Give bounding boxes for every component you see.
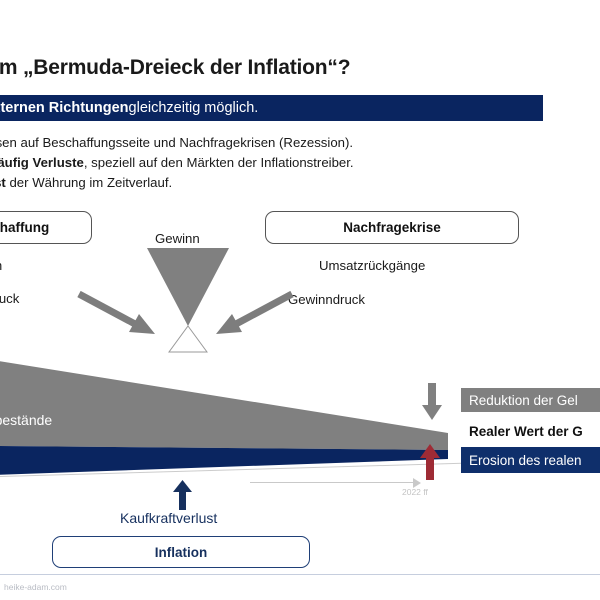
label-kosten: osten — [0, 258, 2, 273]
timeline-label: 2022 ff — [402, 487, 428, 497]
label-geldbestaende: Geldbestände — [0, 412, 53, 428]
label-kaufkraftverlust: Kaufkraftverlust — [120, 510, 218, 526]
box-beschaffung[interactable]: schaffung — [0, 211, 92, 244]
body-line-2: auf Gewinne -> Häufig Verluste, speziell… — [0, 153, 600, 173]
body-line-1: it von Angebotskrisen auf Beschaffungsse… — [0, 133, 600, 153]
timeline-axis: 2022 ff — [250, 476, 430, 498]
footer-credit: heike-adam.com — [4, 582, 67, 592]
body-line-3-strong: Kaufkraftverlust — [0, 175, 6, 190]
profit-funnel-shape — [145, 248, 231, 353]
label-umsatzrueckgaenge: Umsatzrückgänge — [319, 258, 426, 273]
label-gewinndruck-right: Gewinndruck — [288, 292, 365, 307]
arrow-up-erosion — [418, 444, 442, 485]
realer-wert-wedge-shape — [0, 446, 448, 475]
body-line-2-rest: , speziell auf den Märkten der Inflation… — [83, 155, 354, 170]
arrow-down-reduktion — [420, 383, 444, 426]
diagonal-arrow-left-icon — [77, 290, 155, 334]
banner-text-post: gleichzeitig möglich. — [128, 100, 259, 116]
right-label-realer-wert: Realer Wert der G — [469, 423, 583, 439]
right-label-erosion: Erosion des realen — [461, 447, 600, 473]
label-gewinndruck-left: winndruck — [0, 291, 20, 306]
arrow-nachfrage-to-funnel — [212, 290, 294, 343]
body-line-1-rest: von Angebotskrisen auf Beschaffungsseite… — [0, 135, 354, 150]
up-arrow-navy-icon — [173, 480, 192, 510]
timeline-line — [250, 482, 415, 484]
body-line-2-strong: auf Gewinne -> Häufig Verluste — [0, 155, 84, 170]
page-title: hinter dem „Bermuda-Dreieck der Inflatio… — [0, 56, 351, 79]
box-inflation[interactable]: Inflation — [52, 536, 310, 568]
funnel-bottom-triangle-icon — [168, 325, 208, 353]
arrow-beschaffung-to-funnel — [77, 290, 159, 343]
body-text-block: it von Angebotskrisen auf Beschaffungsse… — [0, 133, 600, 193]
gewinn-triangle-icon — [147, 248, 229, 326]
timeline-arrowhead-icon — [413, 478, 421, 488]
box-nachfragekrise[interactable]: Nachfragekrise — [265, 211, 519, 244]
body-line-3: n: Kaufkraftverlust der Währung im Zeitv… — [0, 173, 600, 193]
footer-divider — [0, 574, 600, 575]
label-gewinn: Gewinn — [155, 231, 200, 246]
up-arrow-darkred-icon — [420, 444, 440, 480]
geldbestaende-wedge-shape — [0, 361, 448, 450]
headline-banner: tände ist aus 3 externen Richtungen glei… — [0, 95, 543, 121]
arrow-up-kaufkraftverlust — [172, 480, 194, 515]
diagonal-arrow-right-icon — [216, 290, 294, 334]
banner-text-strong: 3 externen Richtungen — [0, 100, 129, 116]
right-label-reduktion: Reduktion der Gel — [461, 388, 600, 412]
funnel-svg — [147, 248, 229, 353]
down-arrow-gray-icon — [422, 383, 442, 420]
body-line-3-rest: der Währung im Zeitverlauf. — [5, 175, 173, 190]
